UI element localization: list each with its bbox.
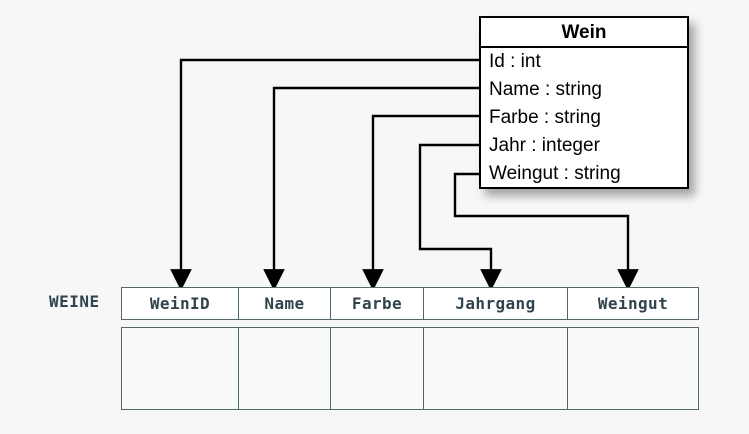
- uml-attribute: Jahr : integer: [489, 135, 600, 156]
- column-header-farbe: Farbe: [331, 288, 424, 319]
- column-header-weingut: Weingut: [568, 288, 698, 319]
- uml-attribute: Farbe : string: [489, 107, 601, 128]
- empty-cell-jahr: [424, 328, 568, 409]
- relation-body-row: [121, 327, 699, 410]
- connector-id-to-weinid: [170, 58, 479, 291]
- uml-class-name: Wein: [481, 18, 687, 48]
- uml-attribute: Id : int: [489, 51, 541, 72]
- empty-cell-weingut: [568, 328, 698, 409]
- connector-jahr-to-jahrgang: [418, 143, 502, 291]
- column-header-weinid: WeinID: [122, 288, 239, 319]
- relation-name-label: WEINE: [49, 292, 100, 311]
- uml-attribute: Weingut : string: [489, 163, 621, 184]
- column-header-jahr: Jahrgang: [424, 288, 568, 319]
- empty-cell-weinid: [122, 328, 239, 409]
- empty-cell-farbe: [331, 328, 424, 409]
- connector-name-to-name: [263, 86, 479, 291]
- column-header-name: Name: [239, 288, 331, 319]
- uml-attribute: Name : string: [489, 79, 602, 100]
- connector-farbe-to-farbe: [362, 114, 479, 291]
- connector-weingut-to-weingut: [453, 172, 639, 291]
- empty-cell-name: [239, 328, 331, 409]
